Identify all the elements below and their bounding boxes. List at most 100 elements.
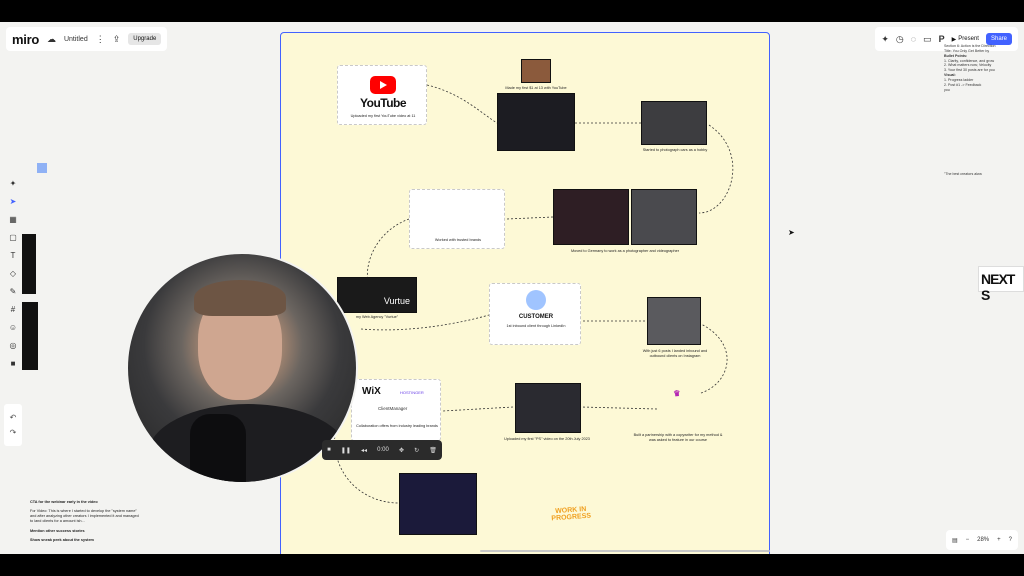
export-icon[interactable]: ⇪: [112, 33, 121, 44]
note-sneak-peek: Show sneak peek about the system: [30, 537, 94, 542]
zoom-out-icon[interactable]: −: [965, 537, 970, 543]
hobby-caption: Started to photograph cars as a hobby: [642, 148, 708, 152]
present-label: Present: [958, 36, 979, 42]
youtube-card-caption: Uploaded my first YouTube video at 11: [350, 114, 416, 118]
zoom-in-icon[interactable]: +: [997, 537, 1001, 543]
youtube-logo-text: YouTube: [360, 96, 407, 110]
first-dollar-caption: Made my first $1 at 13 with YouTube: [505, 86, 567, 90]
vurtue-logo-text: Vurtue: [383, 296, 410, 306]
brands-caption: Worked with trusted brands: [434, 238, 482, 242]
note-quote: "The best creators alwa: [944, 172, 982, 177]
car-photos-grid[interactable]: [631, 189, 697, 245]
note-line: Section 6: Action is the Direction: [944, 44, 996, 48]
note-line: 3. Your first 30 posts are for you: [944, 68, 995, 73]
hostinger-logo: HOSTINGER: [400, 390, 424, 395]
vurtue-agency-image[interactable]: Vurtue: [337, 277, 417, 313]
note-cta: CTA for the webinar early in the video: [30, 500, 98, 504]
note-line: you: [944, 87, 950, 92]
undo-redo-panel: ↶ ↷: [4, 404, 22, 446]
bottom-letterbox: [0, 554, 1024, 576]
youtube-card[interactable]: YouTube Uploaded my first YouTube video …: [337, 65, 427, 125]
emoji-icon[interactable]: ☺: [8, 323, 18, 332]
yt-video-caption: Uploaded my first "PS" video on the 20th…: [504, 437, 590, 441]
share-button[interactable]: Share: [985, 33, 1012, 45]
more-icon[interactable]: ■: [10, 359, 16, 368]
pen-icon[interactable]: ✎: [9, 287, 17, 296]
customer-title: CUSTOMER: [518, 314, 554, 320]
avatar[interactable]: P: [938, 34, 945, 44]
horizontal-scrollbar[interactable]: [480, 550, 770, 552]
present-button[interactable]: ▶Present: [952, 36, 979, 43]
recording-time: 0:00: [377, 447, 389, 453]
microphone-icon: [190, 414, 246, 482]
video-call-icon[interactable]: ▭: [923, 33, 932, 44]
agency-caption: my Web Agency "Vurtue": [355, 315, 399, 319]
partners-caption: Collaboration offers from industry leadi…: [356, 424, 438, 428]
frame-icon[interactable]: #: [10, 305, 16, 314]
ai-sparkle-icon[interactable]: ✦: [9, 179, 17, 188]
webcam-overlay: [126, 252, 358, 484]
miro-app: miro ☁ Untitled ⋮ ⇪ Upgrade ✦ ◷ ◌ ▭ P ▶P…: [0, 22, 1024, 554]
car-garage-photo[interactable]: [641, 101, 707, 145]
photo-strip: [22, 302, 38, 370]
template-icon[interactable]: ▦: [9, 215, 17, 224]
note-line: 2. Post #1 -> Feedback: [944, 82, 982, 87]
left-notes[interactable]: CTA for the webinar early in the video F…: [30, 500, 140, 543]
zoom-level[interactable]: 28%: [977, 537, 990, 543]
photo-crew-screenshot[interactable]: [553, 189, 629, 245]
note-heading: Bullet Points:: [944, 53, 968, 58]
delete-icon[interactable]: 🗑: [429, 447, 437, 454]
webcam-hair: [194, 280, 286, 316]
zoom-controls: ▤ − 28% + ?: [945, 530, 1018, 550]
first-ps-video-thumbnail[interactable]: [515, 383, 581, 433]
note-mention: Mention other success stories: [30, 528, 85, 533]
right-notes[interactable]: Section 6: Action is the Direction Title…: [944, 44, 1024, 177]
brands-card[interactable]: Worked with trusted brands: [409, 189, 505, 249]
youtube-studio-screenshot[interactable]: [497, 93, 575, 151]
note-line: 2. What matters now; Velocity: [944, 63, 992, 68]
text-icon[interactable]: T: [10, 251, 16, 260]
note-line: 1. Progress ladder: [944, 77, 974, 82]
webinar-screenshot[interactable]: [399, 473, 477, 535]
recording-controls: ■ ❚❚ ◂◂ 0:00 ✥ ↻ 🗑: [322, 440, 442, 460]
youtube-logo-icon: [370, 76, 396, 94]
help-icon[interactable]: ?: [1008, 537, 1012, 543]
reactions-icon[interactable]: ✦: [881, 33, 889, 44]
upgrade-button[interactable]: Upgrade: [128, 33, 162, 45]
rewind-icon[interactable]: ◂◂: [361, 447, 368, 454]
pause-icon[interactable]: ❚❚: [340, 447, 351, 454]
customer-card[interactable]: CUSTOMER 1st inbound client through Link…: [489, 283, 581, 345]
first-dollar-image[interactable]: [521, 59, 551, 83]
collab-toolbar: ✦ ◷ ◌ ▭ P ▶Present Share: [875, 27, 1018, 51]
minimap-icon[interactable]: ▤: [951, 537, 958, 544]
sticky-note-icon[interactable]: ▢: [9, 233, 17, 242]
partners-card[interactable]: WiX HOSTINGER ClientManager Collaboratio…: [351, 379, 441, 441]
shapes-icon[interactable]: ◇: [9, 269, 17, 278]
miro-logo[interactable]: miro: [12, 31, 39, 47]
note-line: 1. Clarity, confidence, and grow: [944, 58, 995, 63]
more-options-icon[interactable]: ⋮: [95, 33, 105, 44]
redo-icon[interactable]: ↷: [9, 428, 17, 437]
mouse-cursor-icon: ➤: [788, 228, 795, 237]
storyboard-frame[interactable]: YouTube Uploaded my first YouTube video …: [280, 32, 770, 554]
webcam-shirt: [148, 404, 348, 482]
comment-icon[interactable]: ◎: [9, 341, 17, 350]
undo-icon[interactable]: ↶: [9, 413, 17, 422]
board-title[interactable]: Untitled: [63, 35, 88, 43]
instagram-grid-image[interactable]: [647, 297, 701, 345]
timer-icon[interactable]: ◷: [895, 33, 904, 44]
restart-icon[interactable]: ↻: [414, 447, 420, 454]
board-toolbar: miro ☁ Untitled ⋮ ⇪ Upgrade: [6, 27, 168, 51]
chat-icon[interactable]: ◌: [910, 34, 917, 44]
next-section-sign[interactable]: NEXT S: [978, 266, 1024, 303]
top-letterbox: [0, 0, 1024, 22]
stop-icon[interactable]: ■: [327, 447, 331, 453]
sticky-note-small[interactable]: [37, 163, 47, 173]
cursor-icon[interactable]: ➤: [9, 197, 17, 206]
board-icon: ☁: [46, 33, 56, 44]
note-line: Title: You Only Get Better by: [944, 48, 990, 53]
move-icon[interactable]: ✥: [398, 447, 404, 454]
clientmanager-logo: ClientManager: [378, 406, 408, 411]
partnership-caption: Built a partnership with a copywriter fo…: [633, 433, 723, 442]
instagram-strip: [22, 234, 36, 294]
